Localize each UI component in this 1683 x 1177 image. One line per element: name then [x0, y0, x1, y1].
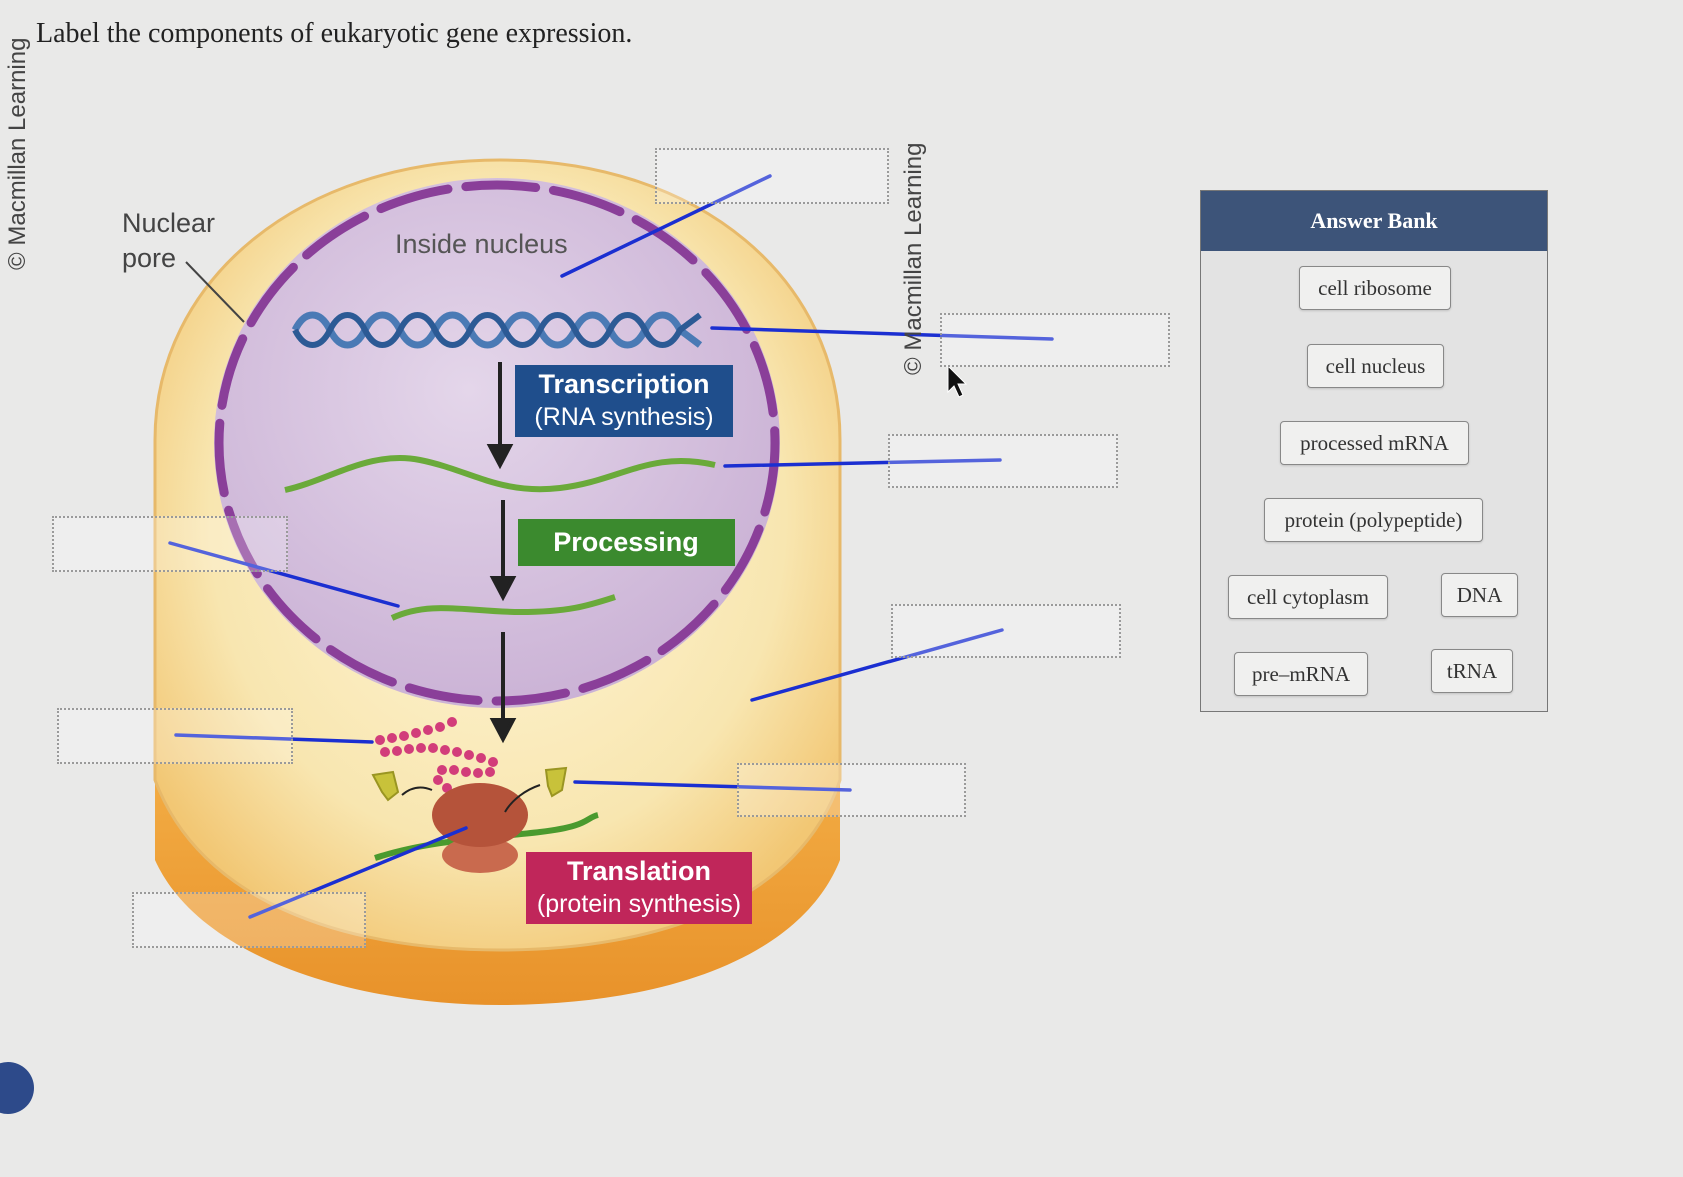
mouse-cursor-icon: [947, 364, 968, 398]
question-text: Label the components of eukaryotic gene …: [36, 18, 633, 49]
drop-target-pre-mrna[interactable]: [888, 434, 1118, 488]
trna-left: [371, 770, 400, 802]
answer-chip-trna[interactable]: tRNA: [1431, 649, 1513, 693]
nuclear-pore-label-line2: pore: [122, 243, 176, 273]
drop-target-dna[interactable]: [940, 313, 1170, 367]
ribosome-small-subunit: [442, 837, 518, 873]
leader-line-dna: [710, 326, 1054, 341]
translation-subtitle: (protein synthesis): [537, 890, 741, 918]
gene-expression-labeling-question: Label the components of eukaryotic gene …: [0, 18, 1548, 1114]
leader-line-cytoplasm: [750, 628, 1004, 702]
arrow-processing: [489, 500, 517, 602]
answer-chip-cell-ribosome[interactable]: cell ribosome: [1299, 266, 1451, 310]
trna-enter-arrow: [504, 784, 541, 813]
answer-chip-cell-nucleus[interactable]: cell nucleus: [1307, 344, 1444, 388]
answer-chip-cell-cytoplasm[interactable]: cell cytoplasm: [1228, 575, 1388, 619]
drop-target-protein[interactable]: [57, 708, 293, 764]
leader-lines: [168, 174, 1054, 919]
nucleus: [214, 178, 780, 708]
arrow-transcription: [486, 362, 514, 470]
drop-target-trna[interactable]: [737, 763, 966, 817]
answer-bank-title: Answer Bank: [1201, 191, 1547, 251]
nuclear-pore-label-line1: Nuclear: [122, 208, 215, 238]
answer-bank: Answer Bank cell ribosome cell nucleus p…: [1200, 190, 1548, 712]
leader-line-protein: [174, 733, 374, 744]
arrow-export: [489, 632, 517, 744]
drop-target-processed-mrna[interactable]: [52, 516, 288, 572]
answer-chip-pre-mrna[interactable]: pre–mRNA: [1234, 652, 1368, 696]
translation-title: Translation: [567, 856, 711, 886]
answer-chip-processed-mrna[interactable]: processed mRNA: [1280, 421, 1469, 465]
transcription-subtitle: (RNA synthesis): [534, 403, 713, 431]
answer-chip-protein[interactable]: protein (polypeptide): [1264, 498, 1483, 542]
trna-exit-arrow: [401, 786, 433, 796]
processed-mrna-strand: [390, 594, 616, 621]
cell-diagram: Nuclear pore Inside nucleus Transcriptio…: [122, 158, 1054, 1005]
leader-line-trna: [573, 780, 852, 792]
processing-box: [518, 519, 735, 566]
processing-title: Processing: [553, 527, 699, 557]
leader-line-nucleus: [560, 174, 772, 278]
nuclear-envelope: [214, 180, 780, 706]
nuclear-pore-pointer: [185, 261, 245, 323]
transcription-title: Transcription: [538, 369, 709, 399]
leader-line-pre-mrna: [723, 458, 1002, 468]
answer-chip-dna[interactable]: DNA: [1441, 573, 1518, 617]
translation-box: [526, 852, 752, 924]
trna-right: [544, 766, 568, 798]
leader-line-ribosome: [248, 826, 468, 919]
pre-mrna-strand: [284, 455, 716, 493]
drop-target-nucleus[interactable]: [655, 148, 889, 204]
polypeptide-chain: [375, 717, 498, 817]
credit-middle: © Macmillan Learning: [900, 142, 927, 375]
drop-target-cytoplasm[interactable]: [891, 604, 1121, 658]
leader-line-processed-mrna: [168, 541, 400, 608]
drop-target-ribosome[interactable]: [132, 892, 366, 948]
inside-nucleus-label: Inside nucleus: [395, 229, 568, 259]
dna-helix: [291, 311, 703, 349]
transcription-box: [515, 365, 733, 437]
